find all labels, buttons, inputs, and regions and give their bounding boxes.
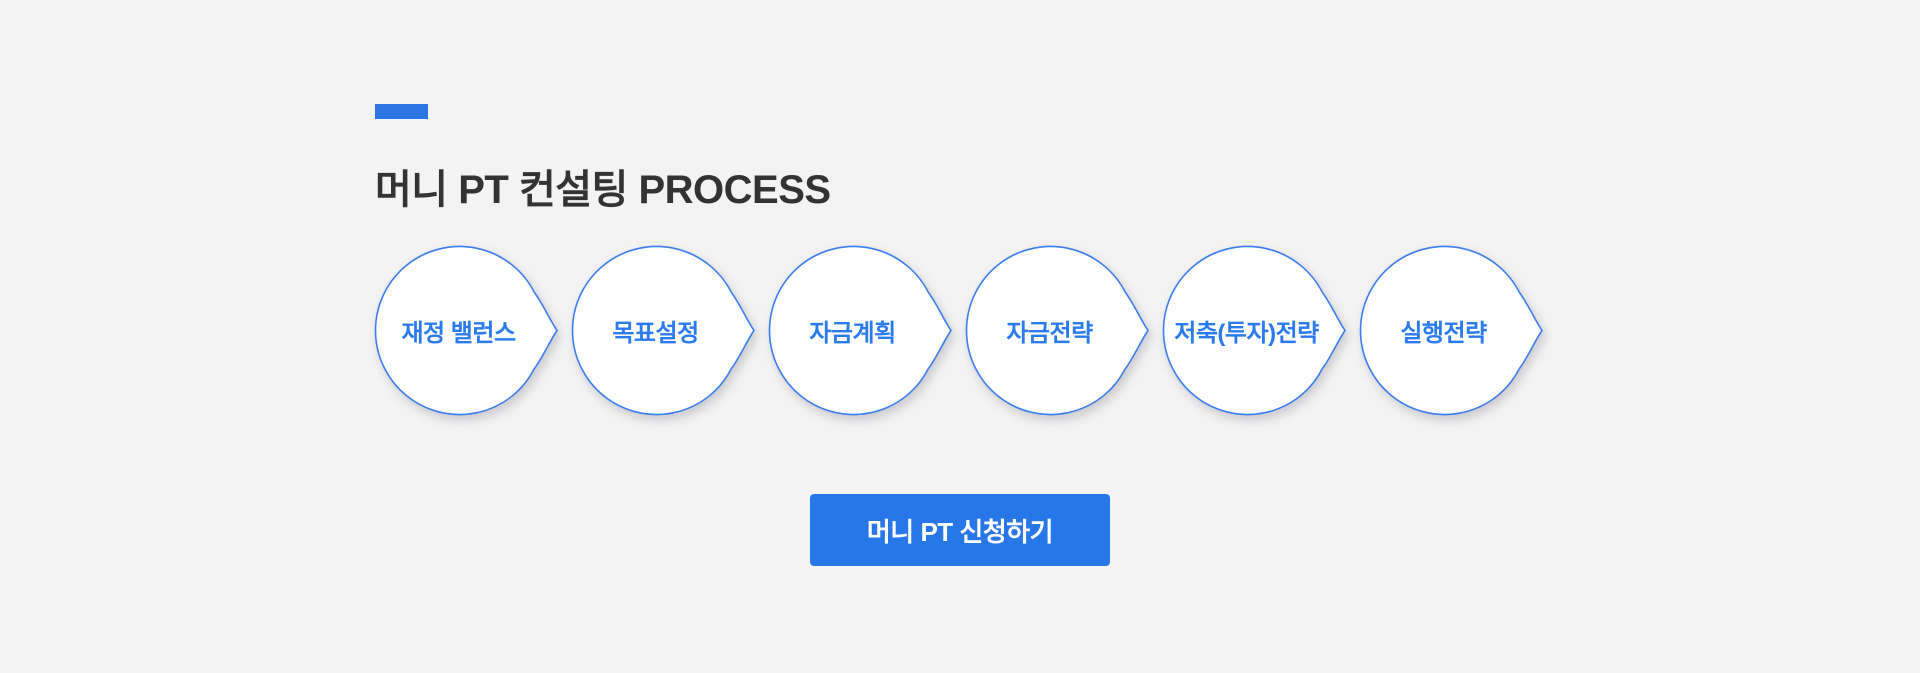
- apply-money-pt-button[interactable]: 머니 PT 신청하기: [810, 494, 1110, 566]
- speech-bubble-shape: [571, 245, 755, 416]
- process-step-bubble: 자금전략: [965, 244, 1150, 417]
- process-step-label: 저축(투자)전략: [1174, 320, 1319, 347]
- process-step-label: 자금계획: [809, 320, 896, 347]
- speech-bubble-shape: [1162, 245, 1346, 416]
- process-steps-row: 재정 밸런스 목표설정 자금계획 자금전략 저축(투자)전략: [374, 244, 1544, 417]
- speech-bubble-outline: [1359, 245, 1543, 416]
- process-step-bubble: 자금계획: [768, 244, 953, 417]
- speech-bubble-shape: [1359, 245, 1543, 416]
- speech-bubble-outline: [1162, 245, 1346, 416]
- speech-bubble-outline: [768, 245, 952, 416]
- process-step-bubble: 목표설정: [571, 244, 756, 417]
- process-step-label: 목표설정: [612, 320, 699, 347]
- process-step-label: 실행전략: [1400, 320, 1487, 347]
- process-step-label: 자금전략: [1006, 320, 1093, 347]
- speech-bubble-outline: [571, 245, 755, 416]
- title-accent-bar: [375, 104, 428, 119]
- speech-bubble-shape: [965, 245, 1149, 416]
- speech-bubble-outline: [965, 245, 1149, 416]
- process-step-bubble: 실행전략: [1359, 244, 1544, 417]
- section-title: 머니 PT 컨설팅 PROCESS: [375, 168, 831, 213]
- process-step-bubble: 재정 밸런스: [374, 244, 559, 417]
- speech-bubble-outline: [374, 245, 558, 416]
- process-step-label: 재정 밸런스: [401, 320, 516, 347]
- process-step-bubble: 저축(투자)전략: [1162, 244, 1347, 417]
- speech-bubble-shape: [374, 245, 558, 416]
- speech-bubble-shape: [768, 245, 952, 416]
